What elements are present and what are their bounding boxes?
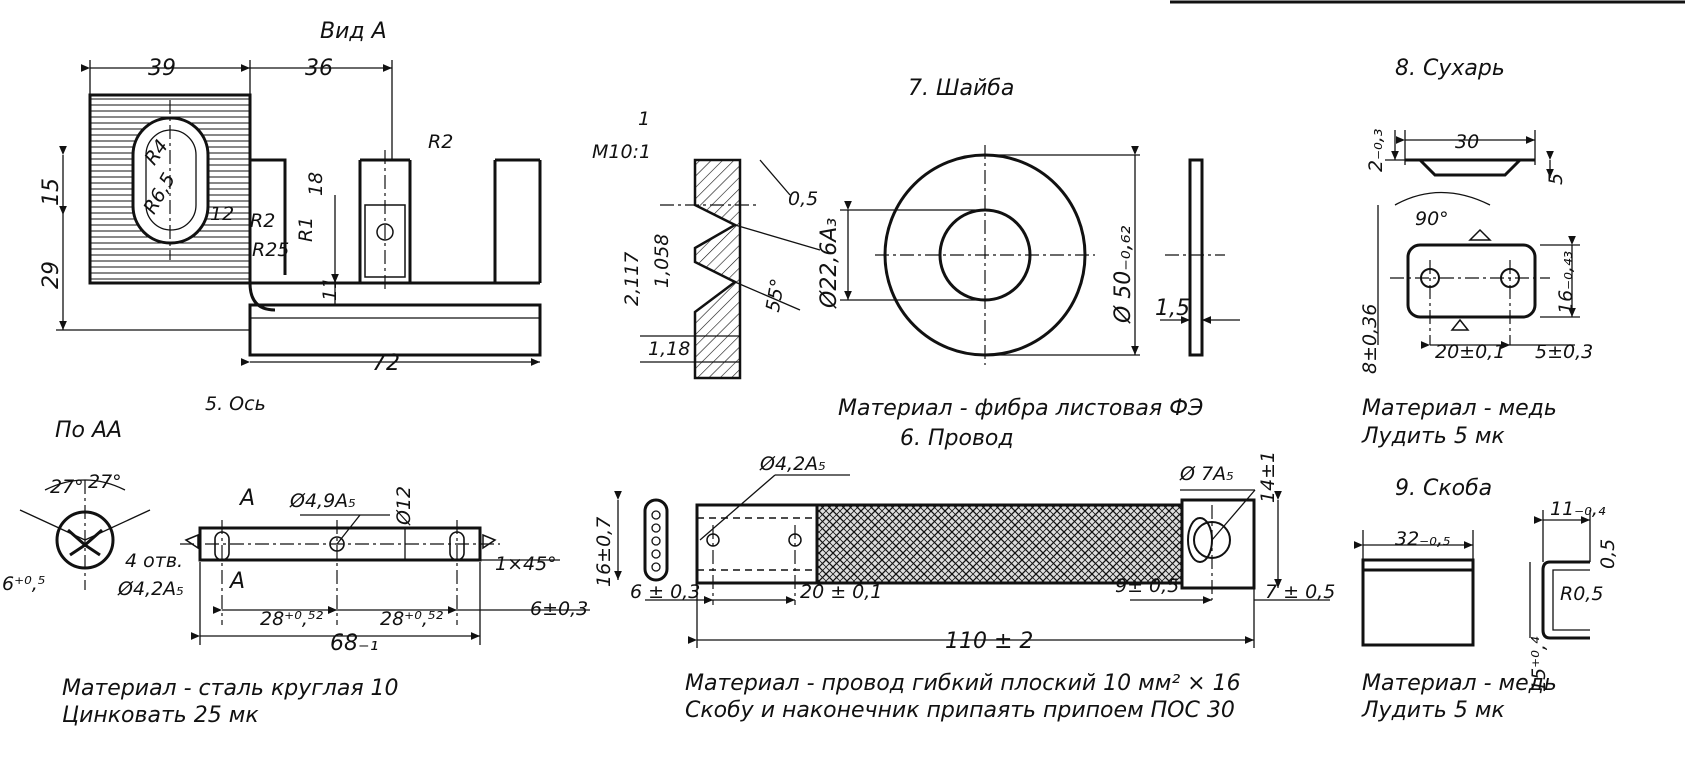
thread-dim-55: 55° bbox=[762, 277, 790, 314]
axle-dim-27a: 27° bbox=[50, 476, 84, 498]
block-dim-20: 20±0,1 bbox=[1435, 341, 1505, 363]
washer-side-view bbox=[1188, 158, 1204, 357]
thread-dim-0-5: 0,5 bbox=[788, 188, 818, 210]
thread-dim-1-18: 1,18 bbox=[648, 338, 690, 360]
view-a-assembly: Вид А 39 36 15 29 R4 R6,5 12 R2 R2 bbox=[39, 19, 542, 376]
block-dim-90: 90° bbox=[1415, 208, 1449, 230]
wire-material: Материал - провод гибкий плоский 10 мм² … bbox=[685, 671, 1241, 696]
thread-scale: М10:1 bbox=[592, 141, 651, 163]
washer-dim-d50: Ø 50₋₀,₆₂ bbox=[1111, 225, 1136, 324]
bracket-dim-r0-5: R0,5 bbox=[1560, 583, 1603, 605]
axle-title: 5. Ось bbox=[205, 393, 266, 415]
dim-36: 36 bbox=[305, 56, 333, 81]
axle-dim-28a: 28⁺⁰,⁵² bbox=[260, 608, 323, 630]
block-dim-2: 2₋₀,₃ bbox=[1365, 129, 1387, 172]
dim-r2-left: R2 bbox=[250, 210, 275, 232]
block-dim-16: 16₋₀,₄₃ bbox=[1555, 251, 1577, 314]
bracket-dim-11: 11₋₀,₄ bbox=[1550, 498, 1606, 520]
dim-39: 39 bbox=[148, 56, 176, 81]
block-plan-view bbox=[1406, 243, 1537, 319]
block-material: Материал - медь bbox=[1362, 396, 1557, 421]
thread-dim-1-058: 1,058 bbox=[651, 234, 673, 288]
dim-29: 29 bbox=[39, 261, 64, 289]
dim-72: 72 bbox=[372, 351, 400, 376]
washer-dim-1-5: 1,5 bbox=[1155, 296, 1190, 321]
block-dim-30: 30 bbox=[1455, 131, 1479, 153]
thread-profile bbox=[693, 158, 742, 380]
axle-label-a-top: A bbox=[238, 486, 255, 511]
bracket-dim-15: 15⁺⁰,⁴ bbox=[1528, 636, 1550, 692]
wire-dim-16: 16±0,7 bbox=[593, 517, 615, 587]
wire-braid bbox=[815, 503, 1184, 585]
bracket: 9. Скоба 32₋₀,₅ 11₋₀,₄ 0,5 R0,5 15⁺⁰,⁴ М… bbox=[1353, 476, 1619, 723]
wire-dim-d4-2: Ø4,2A₅ bbox=[759, 453, 826, 475]
axle-dim-6b: 6±0,3 bbox=[530, 598, 588, 620]
bracket-front-view bbox=[1361, 558, 1475, 647]
wire-dim-6: 6 ± 0,3 bbox=[630, 581, 700, 603]
bracket-coating: Лудить 5 мк bbox=[1361, 698, 1505, 723]
axle-material: Материал - сталь круглая 10 bbox=[62, 676, 399, 701]
bracket-side-view bbox=[1541, 560, 1590, 640]
dim-12: 12 bbox=[210, 203, 234, 225]
block-title: 8. Сухарь bbox=[1395, 56, 1505, 81]
block-dim-8: 8±0,36 bbox=[1359, 304, 1381, 374]
axle-dim-d4-9: Ø4,9A₅ bbox=[289, 490, 356, 512]
washer-dim-d22-6: Ø22,6A₃ bbox=[817, 218, 842, 309]
bracket-dim-32: 32₋₀,₅ bbox=[1395, 528, 1450, 550]
wire-dim-14: 14±1 bbox=[1257, 451, 1279, 503]
bracket-title: 9. Скоба bbox=[1395, 476, 1492, 501]
screw-hole bbox=[376, 223, 394, 241]
axle-dim-68: 68₋₁ bbox=[330, 631, 378, 656]
lower-bar bbox=[248, 303, 542, 357]
axle-holes: 4 отв. bbox=[125, 550, 183, 572]
washer-title: 7. Шайба bbox=[908, 76, 1014, 101]
dim-18: 18 bbox=[305, 172, 327, 196]
dim-11: 11 bbox=[319, 277, 341, 301]
wire: 6. Провод 16±0,7 Ø4,2A₅ Ø 7A₅ 14±1 6 ± 0 bbox=[593, 426, 1335, 723]
block-dim-5b: 5±0,3 bbox=[1535, 341, 1593, 363]
washer: 7. Шайба Ø22,6A₃ Ø 50₋₀,₆₂ 1,5 Материал … bbox=[817, 76, 1240, 421]
wire-lug-right bbox=[1180, 498, 1256, 590]
wire-dim-20: 20 ± 0,1 bbox=[800, 581, 882, 603]
block-top-profile bbox=[1405, 158, 1535, 177]
axle-dim-27b: 27° bbox=[88, 471, 122, 493]
wire-title: 6. Провод bbox=[900, 426, 1014, 451]
axle-section-title: По АА bbox=[55, 418, 122, 443]
thread-dim-2-117: 2,117 bbox=[621, 252, 643, 306]
thread-detail: 1 М10:1 0,5 2,117 1,058 55° 1,18 bbox=[592, 108, 821, 380]
wire-dim-d7: Ø 7A₅ bbox=[1179, 463, 1234, 485]
axle-dim-d4-2: Ø4,2A₅ bbox=[117, 578, 184, 600]
block-coating: Лудить 5 мк bbox=[1361, 424, 1505, 449]
wire-end-section bbox=[643, 498, 669, 582]
washer-material: Материал - фибра листовая ФЭ bbox=[838, 396, 1203, 421]
wire-note: Скобу и наконечник припаять припоем ПОС … bbox=[685, 698, 1235, 723]
wire-dim-9: 9± 0,5 bbox=[1115, 575, 1179, 597]
dim-r25: R25 bbox=[252, 239, 289, 261]
body-outline bbox=[250, 158, 542, 285]
block-dim-5: 5 bbox=[1545, 173, 1567, 185]
axle-dim-28b: 28⁺⁰,⁵² bbox=[380, 608, 443, 630]
axle: 5. Ось По АА 27° 27° 6⁺⁰,⁵ 4 отв. Ø4,2A₅… bbox=[2, 393, 590, 728]
thread-part-no: 1 bbox=[638, 108, 650, 130]
wire-dim-7: 7 ± 0,5 bbox=[1265, 581, 1335, 603]
dim-r2-right: R2 bbox=[428, 131, 453, 153]
bracket-material: Материал - медь bbox=[1362, 671, 1557, 696]
axle-dim-d12: Ø12 bbox=[393, 486, 415, 526]
dim-15: 15 bbox=[39, 178, 64, 206]
axle-dim-chamfer: 1×45° bbox=[495, 553, 557, 575]
block: 8. Сухарь 30 2₋₀,₃ 5 90° 16₋₀,₄₃ 8±0,36 … bbox=[1359, 56, 1593, 449]
axle-dim-6: 6⁺⁰,⁵ bbox=[2, 573, 45, 595]
bracket-dim-0-5: 0,5 bbox=[1597, 539, 1619, 569]
axle-coating: Цинковать 25 мк bbox=[62, 703, 259, 728]
dim-r1: R1 bbox=[295, 217, 317, 242]
axle-label-a-bottom: A bbox=[228, 569, 245, 594]
view-a-title: Вид А bbox=[320, 19, 387, 44]
wire-dim-110: 110 ± 2 bbox=[945, 629, 1033, 654]
